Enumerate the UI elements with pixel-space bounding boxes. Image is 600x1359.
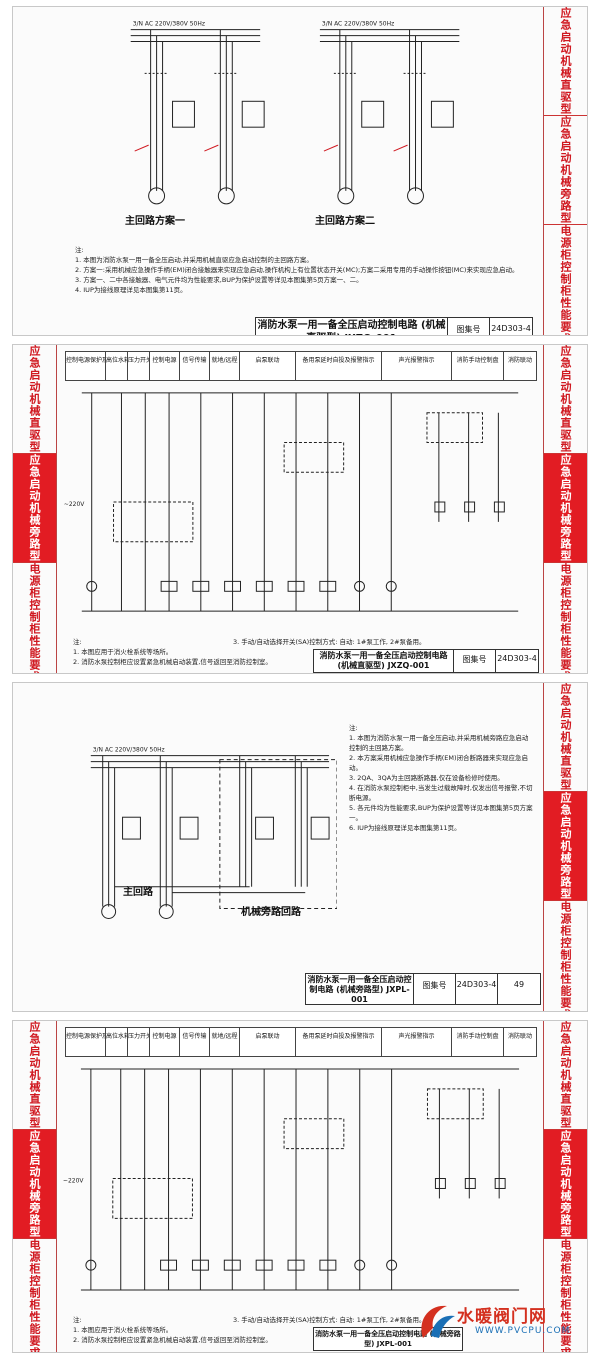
- drawing-page-2: 应急启动机械直驱型 应急启动机械旁路型 电源柜控制柜性能要求 应急启动机械直驱型…: [12, 344, 588, 674]
- logo-url: WWW.PVCPU.COM: [475, 1326, 571, 1336]
- drawing-title: 消防水泵一用一备全压启动控制电路 (机械旁路型) JXPL-001: [306, 974, 414, 1004]
- bypass-drawing: 3/N AC 220V/380V 50Hz: [90, 747, 337, 919]
- side-tab-1[interactable]: 应急启动机械直驱型: [544, 683, 587, 792]
- notes-block: 注: 1. 本图应用于消火栓系统等场所。 2. 消防水泵控制柜应设置紧急机械启动…: [73, 1316, 272, 1344]
- notes-block: 注: 1. 本图应用于消火栓系统等场所。 2. 消防水泵控制柜应设置紧急机械启动…: [73, 638, 272, 666]
- voltage-label: ~220V: [64, 501, 85, 508]
- drawing-page-3: 应急启动机械直驱型 应急启动机械旁路型 电源柜控制柜性能要求 3/N AC 22…: [12, 682, 588, 1012]
- supply-label: 3/N AC 220V/380V 50Hz: [93, 747, 165, 754]
- side-tab-1[interactable]: 应急启动机械直驱型: [544, 1021, 587, 1130]
- supply-label-2: 3/N AC 220V/380V 50Hz: [322, 21, 394, 28]
- logo-name: 水暖阀门网: [457, 1307, 547, 1327]
- side-tab-2[interactable]: 应急启动机械旁路型: [544, 116, 587, 225]
- side-tab-2[interactable]: 应急启动机械旁路型: [13, 454, 56, 563]
- side-tab-3[interactable]: 电源柜控制柜性能要求: [559, 901, 572, 1012]
- notes-block-2: 3. 手动/自动选择开关(SA)控制方式: 自动: 1#泵工作, 2#泵备用。: [233, 1316, 426, 1324]
- label-main-circuit: 主回路: [123, 887, 153, 898]
- notes-block-2: 3. 手动/自动选择开关(SA)控制方式: 自动: 1#泵工作, 2#泵备用。: [233, 638, 426, 646]
- drawing-title: 消防水泵一用一备全压启动控制电路 (机械直驱型) JXZQ-001: [256, 318, 448, 335]
- side-tab-3[interactable]: 电源柜控制柜性能要求: [28, 563, 41, 674]
- side-tab-3[interactable]: 电源柜控制柜性能要求: [559, 1239, 572, 1353]
- circuit-drawing: 3/N AC 220V/380V 50Hz 3/N AC 220V/380V 5…: [130, 21, 460, 205]
- side-tab-strip: 应急启动机械直驱型 应急启动机械旁路型 电源柜控制柜性能要求: [543, 345, 587, 673]
- control-header-row: 控制电源保护及警示 高位水箱开关 压力开关 控制电源 信号传输 就地/远程 启泵…: [65, 1027, 537, 1057]
- drawing-page-1: 应急启动机械直驱型 应急启动机械旁路型 电源柜控制柜性能要求: [12, 6, 588, 336]
- side-tab-2[interactable]: 应急启动机械旁路型: [544, 1130, 587, 1239]
- side-tab-strip: 应急启动机械直驱型 应急启动机械旁路型 电源柜控制柜性能要求: [543, 683, 587, 1011]
- title-block: 消防水泵一用一备全压启动控制电路 (机械直驱型) JXZQ-001 图集号 24…: [255, 317, 533, 335]
- side-tab-2[interactable]: 应急启动机械旁路型: [13, 1130, 56, 1239]
- supply-label-1: 3/N AC 220V/380V 50Hz: [133, 21, 205, 28]
- main-circuit-diagram: 3/N AC 220V/380V 50Hz 3/N AC 220V/380V 5…: [61, 11, 539, 331]
- site-watermark-logo: 水暖阀门网 WWW.PVCPU.COM: [413, 1298, 583, 1346]
- label-scheme-one: 主回路方案一: [125, 216, 185, 227]
- notes-block: 注: 1. 本图为消防水泵一用一备全压启动,并采用机械旁路应急启动控制的主回路方…: [349, 724, 533, 832]
- voltage-label: ~220V: [63, 1178, 84, 1185]
- side-tab-3[interactable]: 电源柜控制柜性能要求: [559, 225, 572, 336]
- side-tab-3[interactable]: 电源柜控制柜性能要求: [28, 1239, 41, 1353]
- control-circuit-diagram: ~220V: [61, 383, 539, 627]
- side-tab-1[interactable]: 应急启动机械直驱型: [544, 7, 587, 116]
- control-drawing: ~220V: [64, 392, 519, 612]
- side-tab-2[interactable]: 应急启动机械旁路型: [544, 792, 587, 901]
- logo-mark-icon: [421, 1305, 455, 1338]
- side-tab-3[interactable]: 电源柜控制柜性能要求: [559, 563, 572, 674]
- side-tab-2[interactable]: 应急启动机械旁路型: [544, 454, 587, 563]
- side-tab-strip-left: 应急启动机械直驱型 应急启动机械旁路型 电源柜控制柜性能要求: [13, 1021, 57, 1352]
- side-tab-strip: 应急启动机械直驱型 应急启动机械旁路型 电源柜控制柜性能要求: [543, 1021, 587, 1352]
- drawing-title: 消防水泵一用一备全压启动控制电路 (机械直驱型) JXZQ-001: [314, 650, 454, 672]
- title-block: 消防水泵一用一备全压启动控制电路 (机械直驱型) JXZQ-001 图集号 24…: [313, 649, 539, 673]
- control-header-row: 控制电源保护及警示 高位水箱开关 压力开关 控制电源 信号传输 就地/远程 启泵…: [65, 351, 537, 381]
- label-scheme-two: 主回路方案二: [315, 216, 375, 227]
- title-block: 消防水泵一用一备全压启动控制电路 (机械旁路型) JXPL-001 图集号 24…: [305, 973, 541, 1005]
- notes-block: 注: 1. 本图为消防水泵一用一备全压启动,并采用机械直驱应急启动控制的主回路方…: [75, 246, 519, 294]
- control-circuit-diagram: ~220V: [61, 1059, 539, 1306]
- label-bypass-circuit: 机械旁路回路: [241, 907, 301, 918]
- side-tab-strip-left: 应急启动机械直驱型 应急启动机械旁路型 电源柜控制柜性能要求: [13, 345, 57, 673]
- drawing-title: 消防水泵一用一备全压启动控制电路 (机械旁路型) JXPL-001: [315, 1330, 461, 1348]
- side-tab-1[interactable]: 应急启动机械直驱型: [544, 345, 587, 454]
- page-number: 49: [513, 980, 525, 989]
- drawing-page-4: 应急启动机械直驱型 应急启动机械旁路型 电源柜控制柜性能要求 应急启动机械直驱型…: [12, 1020, 588, 1353]
- side-tab-strip: 应急启动机械直驱型 应急启动机械旁路型 电源柜控制柜性能要求: [543, 7, 587, 335]
- bypass-circuit-diagram: 3/N AC 220V/380V 50Hz: [61, 687, 337, 1007]
- side-tab-1[interactable]: 应急启动机械直驱型: [13, 1021, 56, 1130]
- control-drawing: ~220V: [63, 1068, 520, 1291]
- side-tab-1[interactable]: 应急启动机械直驱型: [13, 345, 56, 454]
